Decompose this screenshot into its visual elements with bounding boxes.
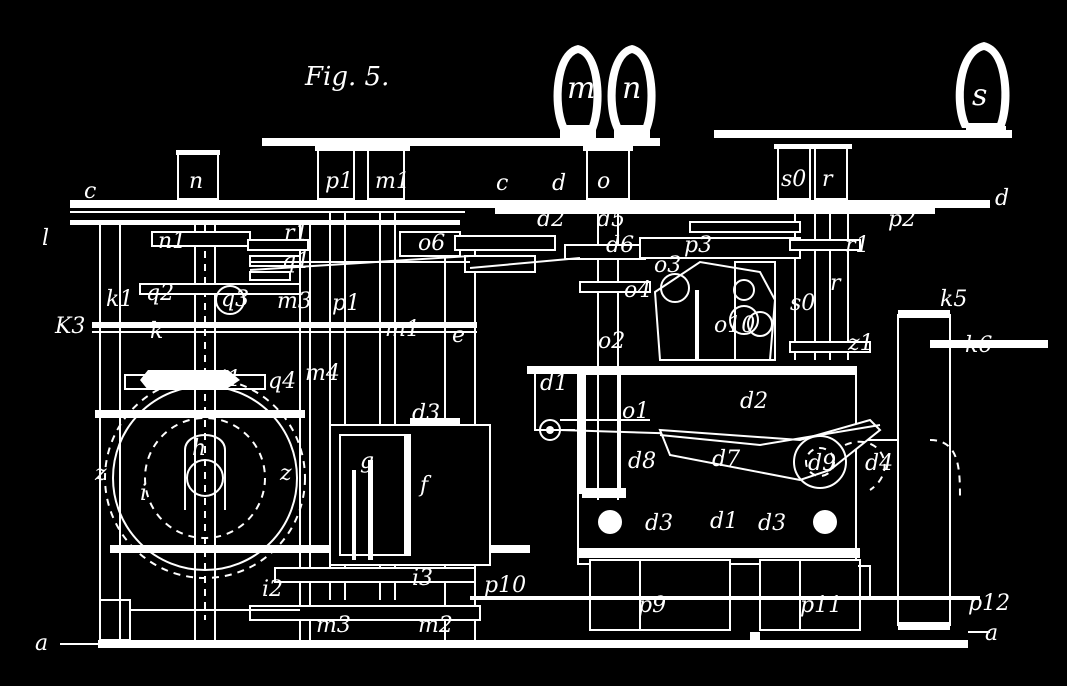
label-p9: p9 xyxy=(638,593,666,618)
top-plate xyxy=(70,200,990,214)
label-a-left: a xyxy=(35,631,48,656)
bottom-links xyxy=(99,559,980,641)
label-o: o xyxy=(597,169,610,194)
label-s0: s0 xyxy=(781,167,806,192)
label-k3: K3 xyxy=(54,314,85,339)
base-plate xyxy=(60,631,990,648)
label-e: e xyxy=(452,323,465,348)
label-z-right: z xyxy=(279,461,292,486)
label-o2: o2 xyxy=(598,329,625,354)
label-d-top: d xyxy=(552,171,566,196)
label-d3c: d3 xyxy=(758,511,786,536)
label-p12: p12 xyxy=(968,591,1010,616)
d1-body xyxy=(527,366,860,565)
label-c-mid: c xyxy=(496,171,508,196)
knob-m: m xyxy=(553,45,602,140)
label-z: z xyxy=(94,461,107,486)
label-m1: m1 xyxy=(375,169,410,194)
label-k6: k6 xyxy=(965,333,992,358)
label-q4: q4 xyxy=(268,369,296,394)
label-d8: d8 xyxy=(628,449,656,474)
label-d6: d6 xyxy=(606,233,634,258)
knob-m-label: m xyxy=(567,71,595,106)
label-d2-top: d2 xyxy=(537,207,565,232)
label-k5: k5 xyxy=(940,287,967,312)
label-s0b: s0 xyxy=(790,291,815,316)
label-k1: k1 xyxy=(106,287,133,312)
label-i2: i2 xyxy=(262,577,283,602)
label-g: g xyxy=(360,449,374,474)
figure-title: Fig. 5. xyxy=(304,62,389,92)
lever-d7 xyxy=(658,418,886,491)
label-q3: q3 xyxy=(221,287,249,312)
label-d-right: d xyxy=(995,186,1009,211)
label-p3: p3 xyxy=(684,233,712,258)
label-d1b: d1 xyxy=(710,509,738,534)
label-z1: z1 xyxy=(847,331,874,356)
label-a-right: a xyxy=(985,621,998,646)
label-q2: q2 xyxy=(146,281,174,306)
label-p1: p1 xyxy=(325,169,353,194)
label-d4: d4 xyxy=(865,451,893,476)
label-n1: n1 xyxy=(158,229,186,254)
label-l: l xyxy=(42,226,49,251)
label-i1: i1 xyxy=(220,367,241,392)
label-k: k xyxy=(150,319,163,344)
label-r1: r1 xyxy=(284,221,309,246)
label-h: h xyxy=(192,436,206,461)
label-p11: p11 xyxy=(800,593,842,618)
upper-caps xyxy=(176,144,852,200)
knob-s: s xyxy=(955,42,1010,136)
label-o4: o4 xyxy=(624,278,651,303)
upper-mechanism xyxy=(139,221,871,353)
label-m3b: m3 xyxy=(316,613,351,638)
label-m3: m3 xyxy=(277,289,312,314)
label-d3a: d3 xyxy=(412,401,440,426)
label-m4: m4 xyxy=(305,361,340,386)
label-o1: o1 xyxy=(622,399,649,424)
label-p10: p10 xyxy=(484,573,526,598)
k-plate xyxy=(92,322,477,333)
label-i3: i3 xyxy=(412,566,433,591)
label-o6: o6 xyxy=(418,231,445,256)
label-d3b: d3 xyxy=(645,511,673,536)
label-q1: q1 xyxy=(282,249,310,274)
label-n: n xyxy=(189,169,203,194)
knob-n-label: n xyxy=(622,71,641,106)
right-column xyxy=(850,310,1048,630)
cam-assembly xyxy=(653,260,777,361)
label-d7: d7 xyxy=(712,447,740,472)
gear-assembly xyxy=(95,370,530,579)
label-o10: o10 xyxy=(714,313,755,338)
label-r1b: r1 xyxy=(845,233,870,258)
label-p2: p2 xyxy=(888,207,916,232)
knob-levers xyxy=(262,130,1012,146)
label-p1b: p1 xyxy=(332,291,360,316)
label-m1b: m1 xyxy=(385,317,420,342)
label-c-left: c xyxy=(84,179,96,204)
label-m2: m2 xyxy=(418,613,453,638)
housing xyxy=(274,418,491,583)
label-d5: d5 xyxy=(597,207,625,232)
label-d2: d2 xyxy=(740,389,768,414)
label-d9: d9 xyxy=(808,451,836,476)
knob-n: n xyxy=(607,45,656,140)
label-i: i xyxy=(140,481,147,506)
knob-s-label: s xyxy=(972,78,987,113)
label-d1: d1 xyxy=(540,371,568,396)
label-r: r xyxy=(822,167,834,192)
label-rb: r xyxy=(830,271,842,296)
d3-holes xyxy=(598,510,837,534)
